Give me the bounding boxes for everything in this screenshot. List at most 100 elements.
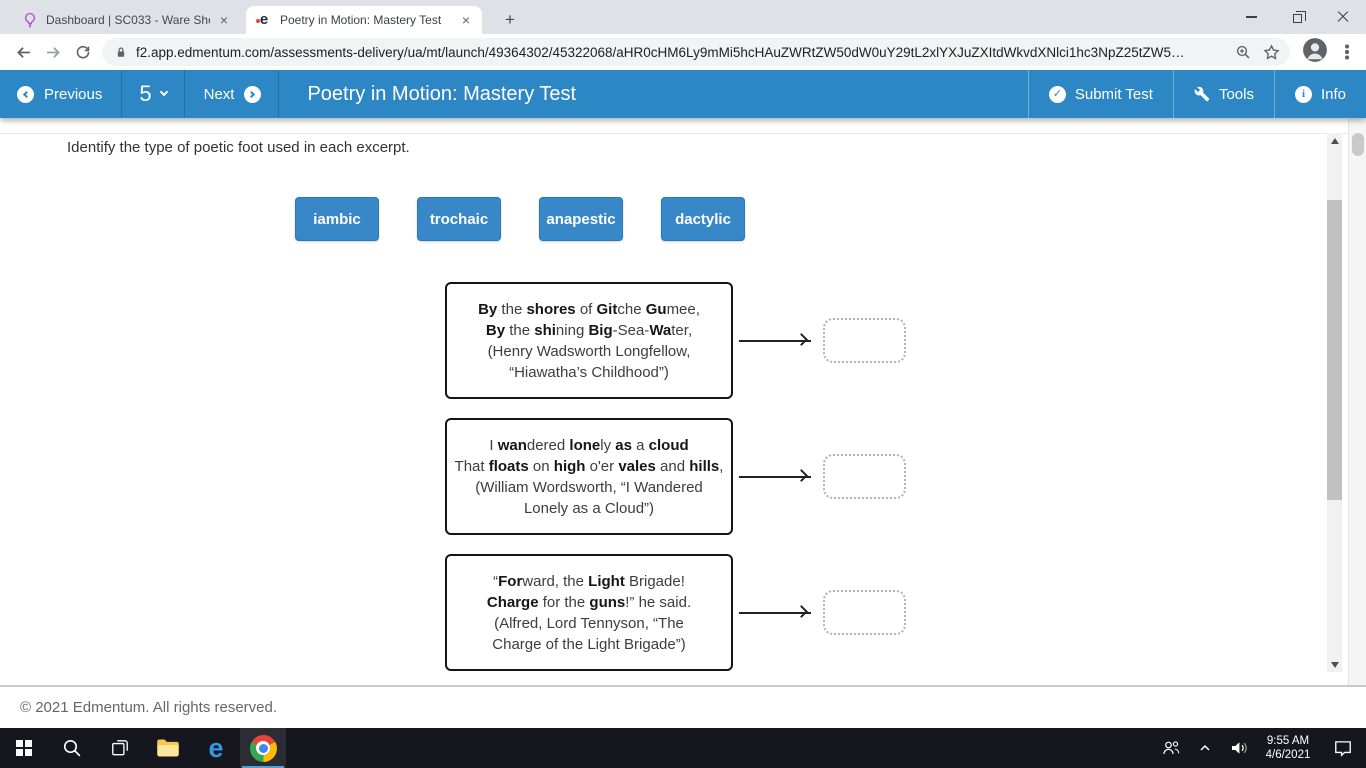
test-title: Poetry in Motion: Mastery Test — [307, 82, 577, 105]
avatar-icon — [1303, 37, 1327, 62]
taskbar-tray: 9:55 AM 4/6/2021 — [1154, 728, 1366, 768]
scrollbar-thumb[interactable] — [1327, 200, 1342, 500]
scroll-down-button[interactable] — [1327, 657, 1342, 672]
edge-icon: e — [208, 732, 224, 763]
info-label: Info — [1320, 85, 1346, 103]
chevron-down-icon — [159, 87, 168, 97]
choice-trochaic[interactable]: trochaic — [417, 197, 501, 241]
submit-check-icon: ✓ — [1048, 85, 1066, 103]
previous-label: Previous — [44, 85, 103, 103]
people-icon — [1163, 741, 1180, 755]
action-center-button[interactable] — [1320, 728, 1366, 768]
url-text: f2.app.edmentum.com/assessments-delivery… — [136, 44, 1185, 60]
windows-taskbar: e 9:55 AM 4/6/2021 — [0, 728, 1366, 768]
submit-test-button[interactable]: ✓ Submit Test — [1027, 70, 1173, 118]
question-number-dropdown[interactable]: 5 — [122, 70, 185, 118]
info-circle-icon: i — [1294, 85, 1312, 103]
tools-button[interactable]: Tools — [1172, 70, 1274, 118]
action-center-icon — [1335, 741, 1351, 757]
excerpt-card: “Forward, the Light Brigade!Charge for t… — [445, 554, 733, 671]
task-view-button[interactable] — [96, 728, 144, 768]
info-button[interactable]: i Info — [1273, 70, 1366, 118]
edge-button[interactable]: e — [192, 728, 240, 768]
choice-iambic[interactable]: iambic — [295, 197, 379, 241]
tab-dashboard[interactable]: Dashboard | SC033 - Ware Shoal × — [12, 6, 240, 34]
triangle-up-icon — [1330, 137, 1339, 144]
page-footer: © 2021 Edmentum. All rights reserved. — [0, 685, 1366, 728]
speaker-icon — [1232, 742, 1247, 754]
address-bar-row: f2.app.edmentum.com/assessments-delivery… — [0, 34, 1366, 70]
refresh-button[interactable] — [68, 37, 98, 67]
tools-label: Tools — [1218, 85, 1254, 103]
clock-time: 9:55 AM — [1266, 735, 1310, 747]
next-circle-arrow-icon — [244, 85, 262, 103]
tab-title: Dashboard | SC033 - Ware Shoal — [46, 13, 210, 27]
content-divider — [0, 133, 1366, 134]
question-content: Identify the type of poetic foot used in… — [0, 118, 1366, 685]
restore-button[interactable] — [1274, 0, 1320, 34]
inner-scrollbar — [1327, 133, 1342, 672]
start-button[interactable] — [0, 728, 48, 768]
new-tab-button[interactable]: + — [505, 10, 515, 29]
people-button[interactable] — [1154, 728, 1188, 768]
wrench-icon — [1194, 86, 1210, 102]
tab-title: Poetry in Motion: Mastery Test — [280, 13, 442, 27]
taskbar-clock[interactable]: 9:55 AM 4/6/2021 — [1256, 728, 1320, 768]
chrome-menu-button[interactable] — [1338, 37, 1356, 67]
close-icon — [1336, 10, 1350, 24]
choice-buttons: iambic trochaic anapestic dactylic — [295, 197, 783, 241]
zoom-button[interactable] — [1235, 44, 1251, 60]
outer-scrollbar-thumb[interactable] — [1352, 133, 1364, 156]
taskbar-search-button[interactable] — [48, 728, 96, 768]
tab-close-icon[interactable]: × — [461, 12, 471, 28]
volume-button[interactable] — [1222, 728, 1256, 768]
chrome-icon — [249, 734, 277, 762]
answer-dropbox[interactable] — [823, 318, 906, 363]
excerpt-rows: By the shores of Gitche Gumee,By the shi… — [445, 282, 906, 690]
tab-close-icon[interactable]: × — [219, 12, 229, 28]
choice-anapestic[interactable]: anapestic — [539, 197, 623, 241]
copyright-text: © 2021 Edmentum. All rights reserved. — [20, 699, 278, 716]
choice-dactylic[interactable]: dactylic — [661, 197, 745, 241]
file-explorer-button[interactable] — [144, 728, 192, 768]
star-icon — [1263, 43, 1280, 60]
question-prompt: Identify the type of poetic foot used in… — [67, 139, 410, 156]
zoom-icon — [1236, 45, 1250, 59]
close-button[interactable] — [1320, 0, 1366, 34]
answer-dropbox[interactable] — [823, 454, 906, 499]
chevron-up-icon — [1200, 744, 1210, 751]
chrome-button[interactable] — [240, 728, 286, 768]
kebab-icon — [1345, 50, 1349, 54]
back-icon — [16, 46, 30, 58]
arrow-connector-icon — [733, 603, 819, 623]
forward-icon — [46, 46, 60, 58]
minimize-button[interactable] — [1228, 0, 1274, 34]
folder-icon — [157, 739, 179, 757]
lock-icon — [117, 47, 125, 57]
url-omnibox[interactable]: f2.app.edmentum.com/assessments-delivery… — [102, 38, 1290, 66]
submit-label: Submit Test — [1074, 85, 1153, 103]
tab-strip: Dashboard | SC033 - Ware Shoal × e Poetr… — [0, 0, 1366, 34]
forward-button[interactable] — [38, 37, 68, 67]
lightbulb-favicon-icon — [22, 12, 38, 28]
hidden-icons-button[interactable] — [1188, 728, 1222, 768]
outer-scrollbar — [1348, 118, 1366, 685]
bookmark-button[interactable] — [1263, 43, 1280, 61]
tab-poetry-test[interactable]: e Poetry in Motion: Mastery Test × — [246, 6, 482, 34]
task-view-icon — [112, 740, 128, 756]
refresh-icon — [76, 45, 90, 59]
excerpt-row: “Forward, the Light Brigade!Charge for t… — [445, 554, 906, 671]
next-label: Next — [203, 85, 235, 103]
excerpt-card: By the shores of Gitche Gumee,By the shi… — [445, 282, 733, 399]
next-button[interactable]: Next — [185, 70, 280, 118]
restore-icon — [1292, 11, 1306, 23]
scroll-up-button[interactable] — [1327, 133, 1342, 148]
profile-button[interactable] — [1302, 37, 1328, 68]
previous-button[interactable]: Previous — [0, 70, 123, 118]
window-controls — [1228, 0, 1366, 34]
back-button[interactable] — [8, 37, 38, 67]
answer-dropbox[interactable] — [823, 590, 906, 635]
windows-logo-icon — [16, 740, 32, 756]
